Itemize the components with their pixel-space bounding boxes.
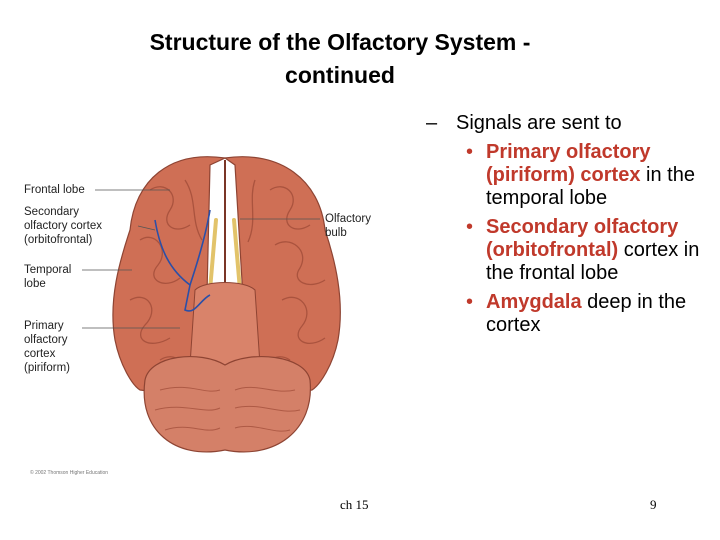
bullet-highlight: Amygdala [486,291,582,313]
olfactory-pathway-branch [189,209,211,286]
brain-illustration [82,156,341,453]
bullet-highlight: Primary olfactory (piriform) cortex [486,141,651,186]
bullet-list: – Signals are sent to • Primary olfactor… [426,112,716,343]
bullet-rest: cortex in the frontal lobe [486,239,700,284]
footer-chapter: ch 15 [340,497,369,512]
olfactory-tract-right [232,218,242,292]
brain-figure: Frontal lobe Secondary olfactory cortex … [20,150,390,480]
bullet-dot: • [466,141,474,163]
olfactory-tract-left [208,218,218,292]
label-primary-cortex: Primary olfactory cortex (piriform) [24,320,70,374]
figure-credit: © 2002 Thomson Higher Education [30,470,109,476]
bullet-intro-text: Signals are sent to [456,112,622,134]
dash-marker: – [426,112,438,134]
title-line-1: Structure of the Olfactory System - [149,29,531,55]
cerebellum [143,355,311,453]
bullet-rest: deep in the cortex [486,291,687,336]
label-frontal-lobe: Frontal lobe [24,184,85,196]
title-line-2: continued [285,62,395,88]
bullet-item-secondary: • Secondary olfactory (orbitofrontal) co… [426,216,716,285]
slide-title: Structure of the Olfactory System - cont… [100,26,580,92]
gyri-texture [129,179,326,379]
bullet-item-amygdala: • Amygdala deep in the cortex [426,291,716,337]
label-temporal-lobe: Temporal lobe [24,264,72,290]
pointer-lines [82,189,320,329]
bullet-item-primary: • Primary olfactory (piriform) cortex in… [426,141,716,210]
label-olfactory-bulb: Olfactory bulb [325,213,372,239]
footer-page-number: 9 [650,497,657,512]
bullet-highlight: Secondary olfactory (orbitofrontal) [486,216,679,261]
label-secondary-cortex: Secondary olfactory cortex (orbitofronta… [24,206,102,246]
bullet-rest: in the temporal lobe [486,164,695,209]
bullet-intro: – Signals are sent to [426,112,716,135]
bullet-dot: • [466,291,474,313]
bullet-dot: • [466,216,474,238]
cerebellum-folia [154,386,301,432]
